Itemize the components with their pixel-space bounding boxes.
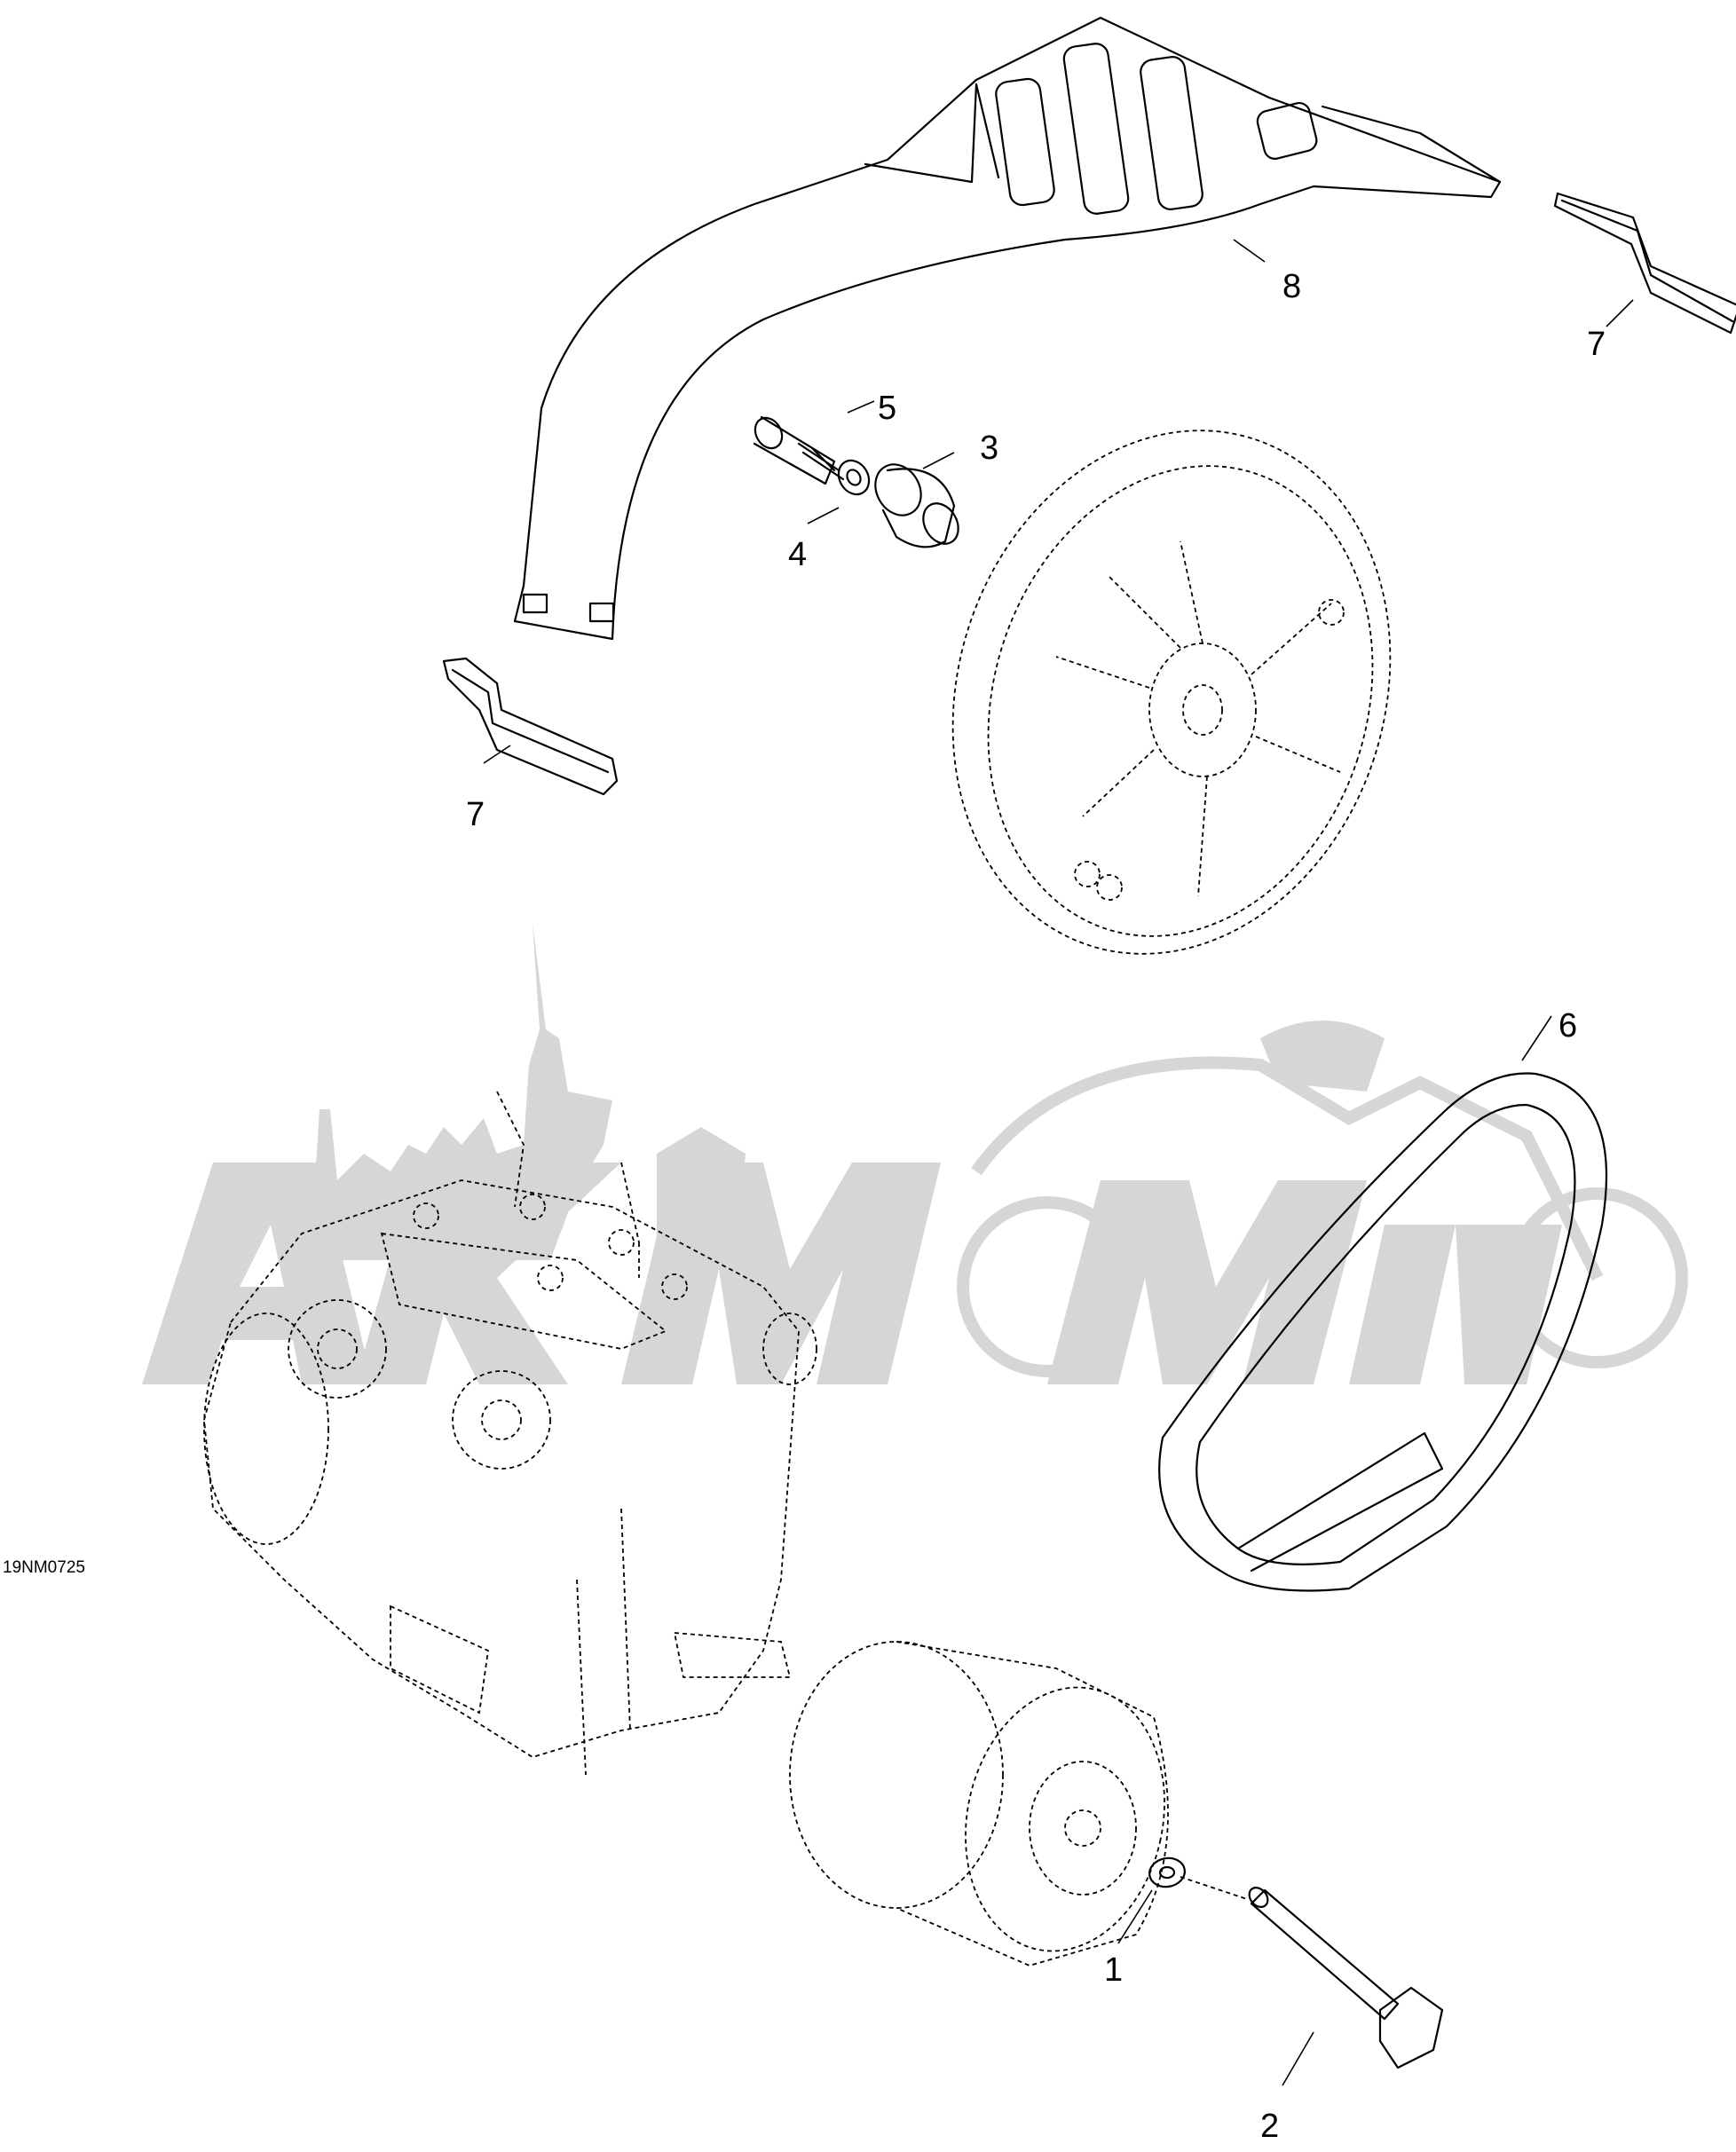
- callout-7-right: 7: [1587, 326, 1606, 363]
- callout-1: 1: [1104, 1951, 1123, 1989]
- bolt-part-2: [1180, 1876, 1444, 2069]
- drive-belt-part-6: [1158, 1072, 1608, 1592]
- callout-labels: 8 7 5 3 4 7 6 1 2: [466, 268, 1606, 2145]
- callout-6: 6: [1558, 1007, 1577, 1044]
- callout-2: 2: [1260, 2108, 1279, 2145]
- diagram-code: 19NM0725: [3, 1558, 85, 1577]
- callout-3: 3: [980, 430, 998, 467]
- washer-part-4: [837, 459, 871, 496]
- washer-part-1: [1148, 1856, 1186, 1888]
- leader-lines: [483, 239, 1634, 2086]
- watermark-logo: [142, 923, 1688, 1384]
- belt-guard-part-8: [513, 16, 1502, 641]
- screw-part-5: [753, 415, 845, 485]
- spacer-part-3: [874, 463, 959, 548]
- driven-pulley-reference: [951, 430, 1392, 955]
- callout-8: 8: [1282, 268, 1301, 305]
- seal-strip-part-7-right: [1553, 192, 1736, 335]
- engine-reference: [203, 1091, 817, 1776]
- seal-strip-part-7-left: [442, 657, 619, 796]
- callout-5: 5: [878, 390, 896, 427]
- drive-pulley-reference: [789, 1641, 1169, 1967]
- callout-4: 4: [788, 536, 807, 573]
- callout-7-left: 7: [466, 796, 485, 833]
